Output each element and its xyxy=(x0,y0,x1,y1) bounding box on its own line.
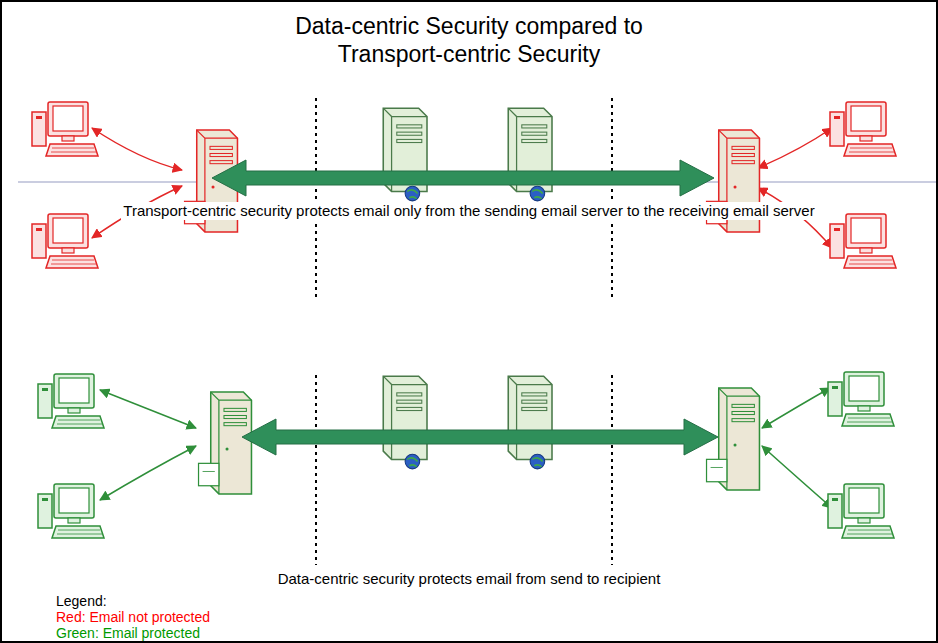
caption-text: Transport-centric security protects emai… xyxy=(121,202,816,220)
transport-row xyxy=(32,102,896,268)
boundary-lines xyxy=(316,98,612,565)
legend-entry: Green: Email protected xyxy=(56,625,200,641)
legend-text: Red: Email not protected xyxy=(56,609,210,625)
legend-heading: Legend: xyxy=(56,593,107,609)
legend-text: Green: Email protected xyxy=(56,625,200,641)
caption-text: Data-centric security protects email fro… xyxy=(276,570,663,588)
legend-entry: Red: Email not protected xyxy=(56,609,210,625)
diagram-title: Data-centric Security compared to Transp… xyxy=(269,12,669,68)
data-row xyxy=(38,372,894,538)
